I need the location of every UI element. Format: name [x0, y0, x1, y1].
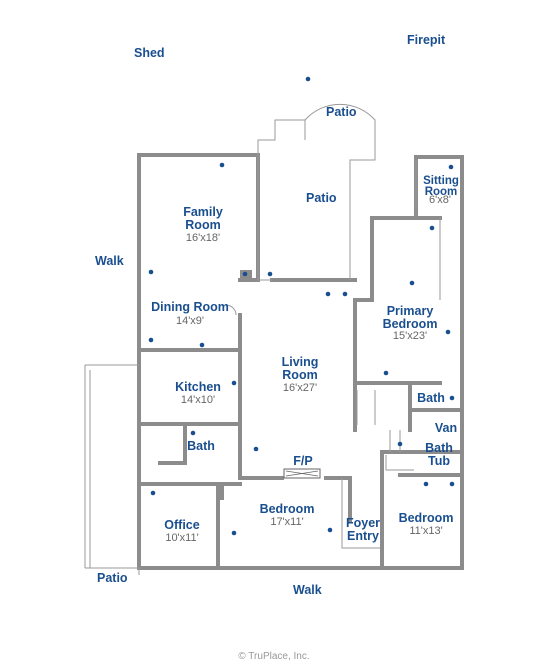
fireplace-label: F/P	[293, 454, 313, 468]
office-label: Office	[164, 518, 200, 532]
primary-bedroom-dims: 15'x23'	[392, 330, 428, 342]
dining-room-dims: 14'x9'	[175, 315, 205, 327]
walk-left-label: Walk	[95, 254, 124, 268]
copyright-text: © TruPlace, Inc.	[238, 651, 310, 662]
dining-room-label: Dining Room	[151, 300, 229, 314]
bedroom-center-dims: 17'x11'	[270, 516, 304, 528]
office-dims: 10'x11'	[165, 532, 199, 544]
shed-label: Shed	[134, 46, 165, 60]
fireplace-symbol	[283, 468, 321, 479]
bath-tub-label: Bath Tub	[425, 441, 453, 468]
patio-bottom-label: Patio	[97, 571, 128, 585]
walk-bottom-label: Walk	[293, 583, 322, 597]
bedroom-center-label: Bedroom	[259, 502, 315, 516]
photo-markers	[148, 76, 455, 536]
kitchen-dims: 14'x10'	[180, 394, 216, 406]
primary-bath-label: Bath	[417, 391, 445, 405]
primary-bedroom-label: Primary Bedroom	[382, 304, 438, 331]
family-room-dims: 16'x18'	[185, 232, 221, 244]
family-room-label: Family Room	[183, 205, 223, 232]
patio-top-label: Patio	[326, 105, 357, 119]
foyer-label: Foyer Entry	[345, 516, 381, 543]
sitting-room-label: Sitting Room	[423, 175, 459, 198]
living-room-label: Living Room	[281, 355, 319, 382]
bedroom-right-label: Bedroom	[398, 511, 454, 525]
hall-bath-label: Bath	[187, 439, 215, 453]
kitchen-label: Kitchen	[175, 380, 221, 394]
firepit-label: Firepit	[407, 33, 446, 47]
sitting-room-dims: 6'x8'	[429, 194, 451, 206]
living-room-dims: 16'x27'	[282, 382, 318, 394]
bedroom-right-dims: 11'x13'	[409, 525, 443, 537]
van-label: Van	[434, 421, 458, 435]
patio-mid-label: Patio	[306, 191, 337, 205]
